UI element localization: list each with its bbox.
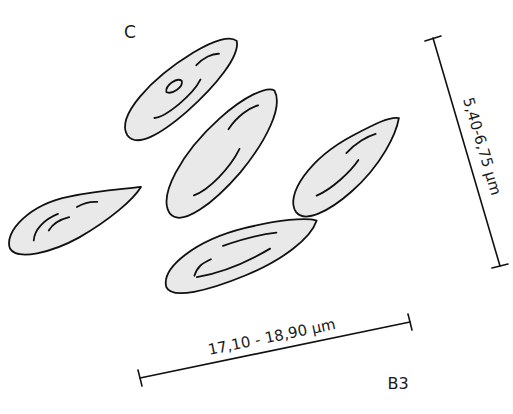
figure-letter: C [124,24,136,41]
figure-code: B3 [387,376,408,392]
dimension-label: 5,40-6,75 µm [461,95,504,196]
